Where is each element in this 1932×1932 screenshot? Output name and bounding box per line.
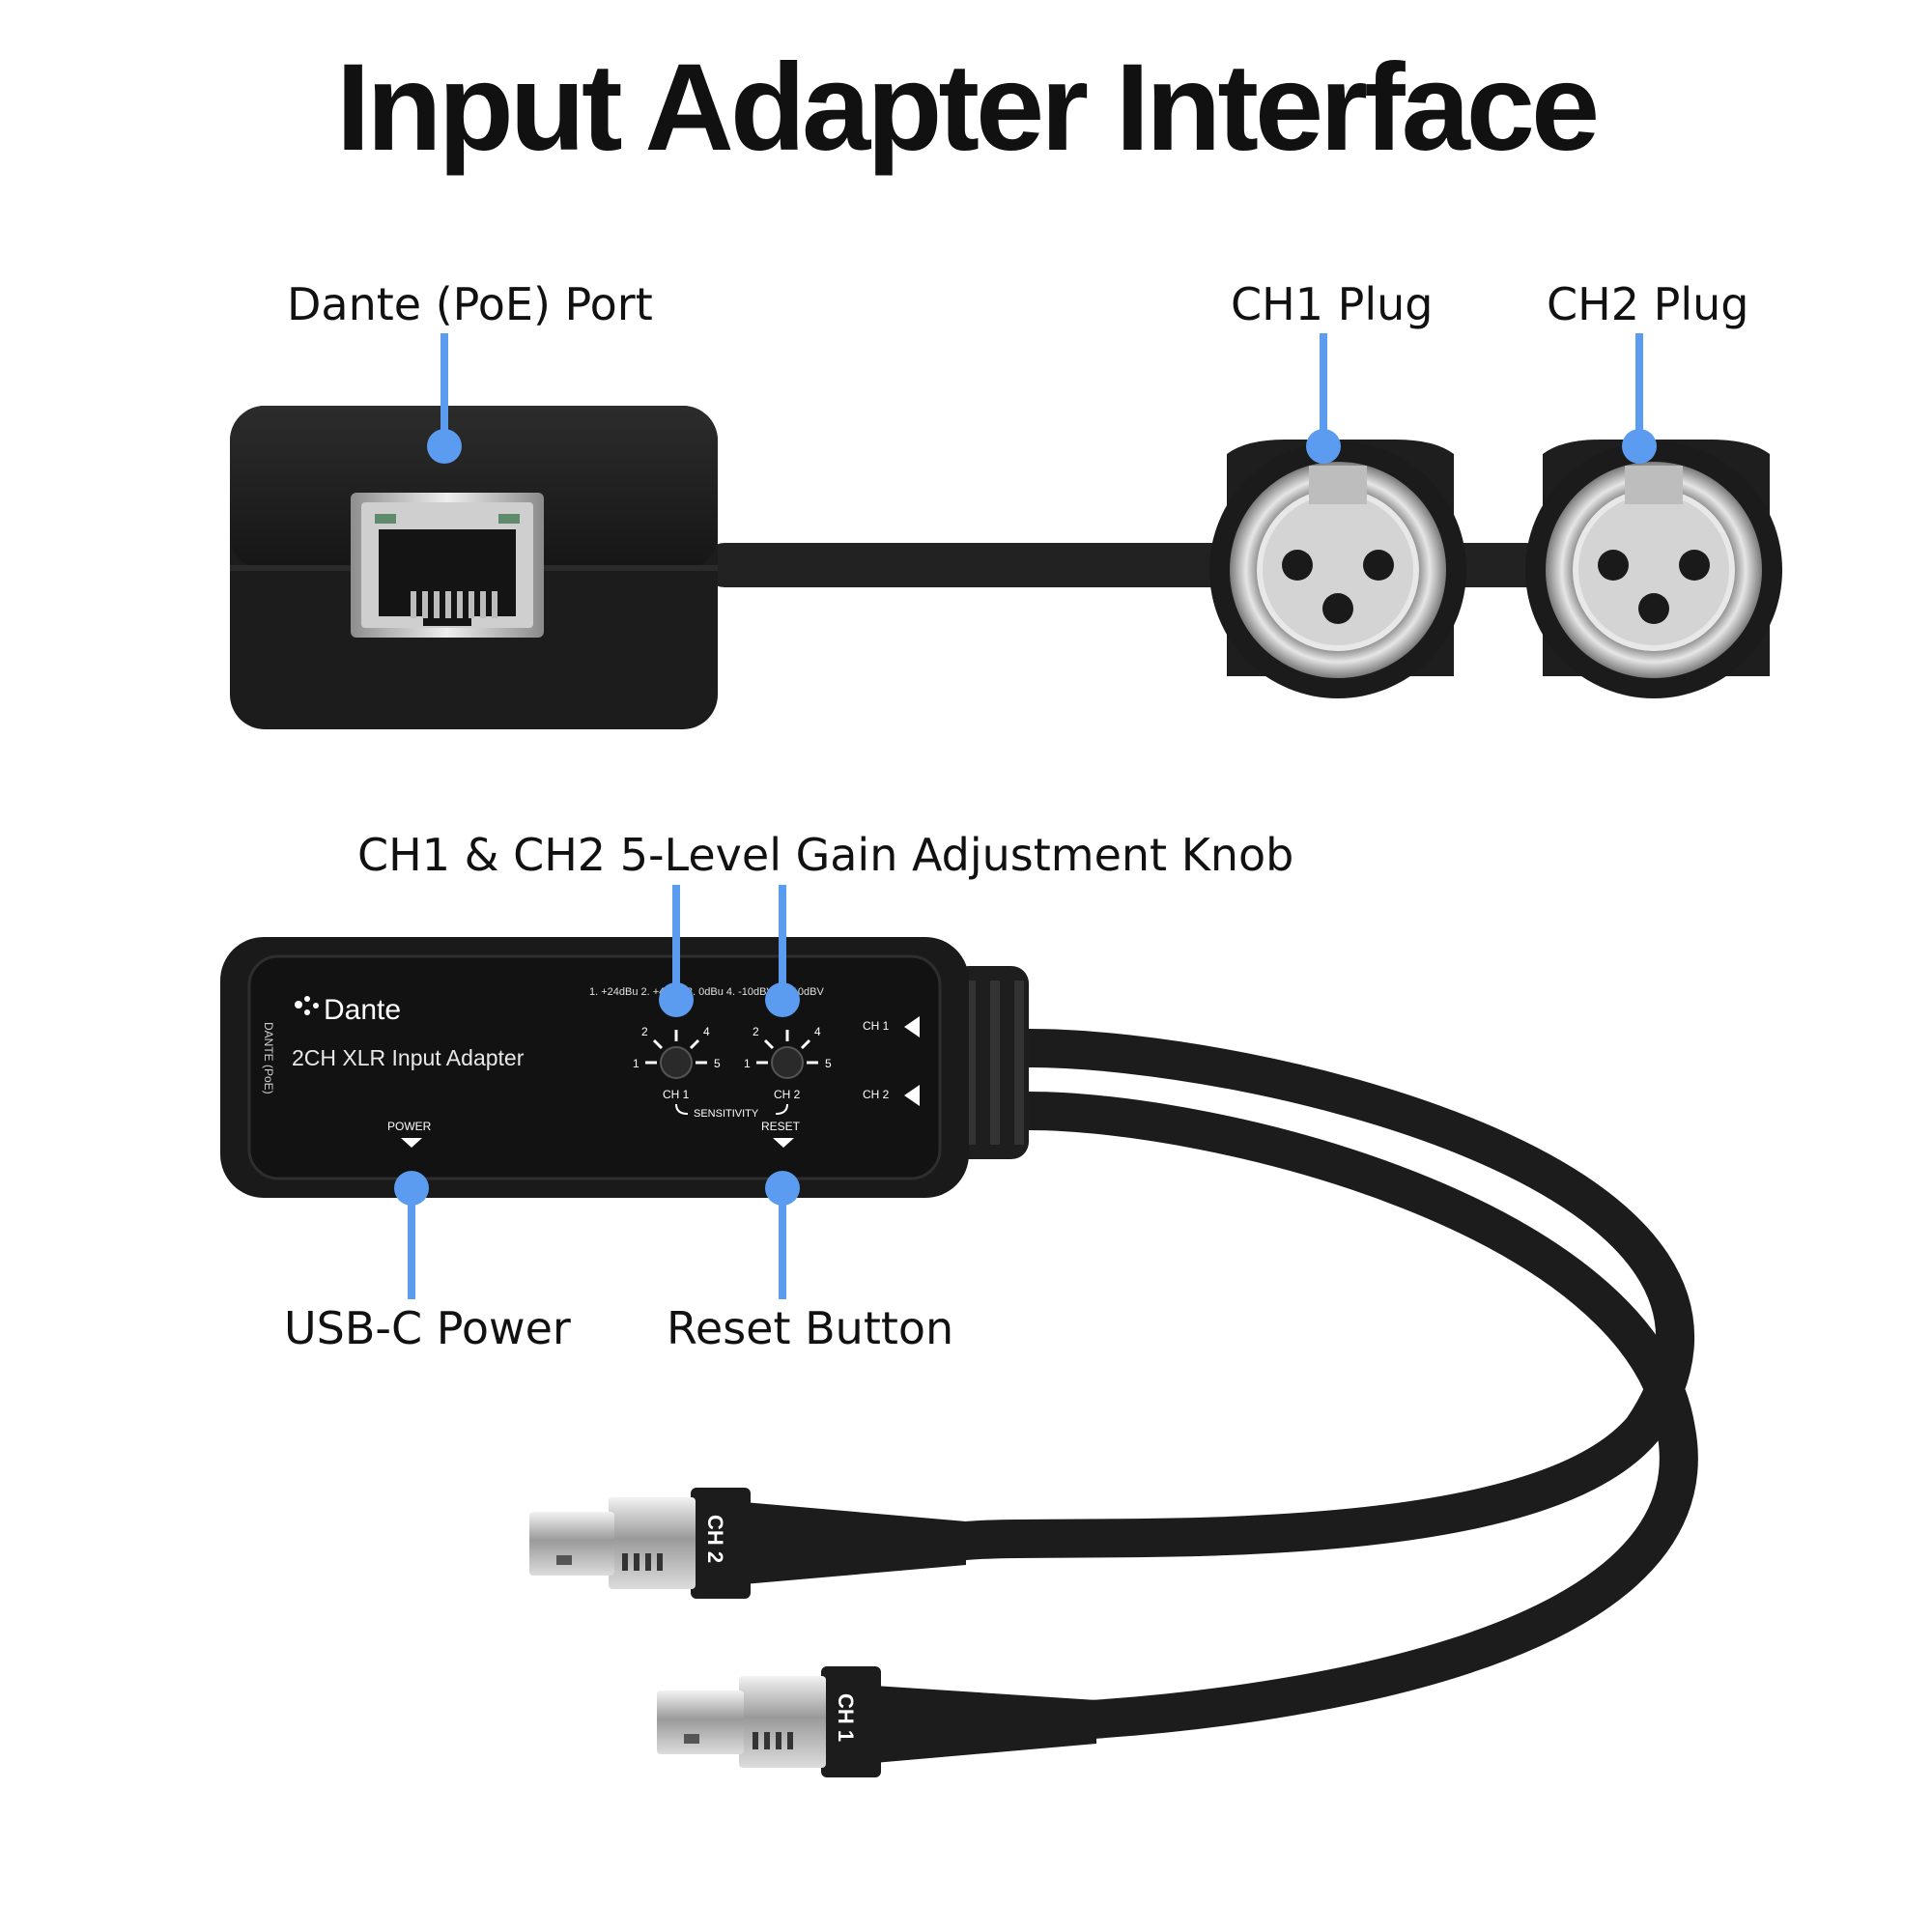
gain-knob-icon [756, 1030, 818, 1079]
leader-dot-usbc-power [394, 1171, 429, 1206]
xlr-socket-icon [1525, 440, 1782, 698]
leader-dot-gain-knob-ch2 [765, 982, 800, 1017]
sensitivity-label: SENSITIVITY [694, 1108, 759, 1120]
strain-relief [952, 966, 1029, 1159]
xlr-male-plug-icon [657, 1666, 1096, 1777]
dial-label-4: 4 [814, 1025, 821, 1038]
callout-leaders [394, 333, 1657, 1299]
dial-label-1: 1 [633, 1057, 639, 1070]
leader-dot-ch2-plug [1622, 429, 1657, 464]
dante-box-front [230, 406, 718, 729]
callout-gain-knob: CH1 & CH2 5-Level Gain Adjustment Knob [357, 829, 1294, 881]
triangle-marker-icon [773, 1138, 794, 1148]
dial-label-5: 5 [825, 1057, 832, 1070]
reset-label: RESET [761, 1120, 801, 1133]
sensitivity-bracket [675, 1103, 788, 1115]
callout-usbc-power: USB-C Power [284, 1302, 571, 1354]
knob-ch1-label: CH 1 [663, 1088, 690, 1101]
dial-label-4: 4 [703, 1025, 710, 1038]
cable-ch1 [1009, 1092, 1698, 1739]
triangle-marker-icon [904, 1016, 920, 1037]
triangle-marker-icon [401, 1138, 422, 1148]
rj45-port-icon [351, 493, 544, 638]
top-view [230, 406, 1782, 729]
level-legend: 1. +24dBu 2. +4dBu 3. 0dBu 4. -10dBV 5. … [589, 986, 824, 998]
xlr-socket-icon [1209, 440, 1466, 698]
ch2-plug-tag: CH 2 [703, 1515, 727, 1563]
callout-ch2-plug: CH2 Plug [1547, 278, 1749, 330]
leader-dot-reset-button [765, 1171, 800, 1206]
leader-dot-ch1-plug [1306, 429, 1341, 464]
model-name: 2CH XLR Input Adapter [292, 1045, 525, 1070]
page-title: Input Adapter Interface [335, 39, 1600, 177]
dante-logo-icon [295, 996, 319, 1015]
bottom-view: Dante 2CH XLR Input Adapter DANTE (PoE) … [220, 937, 1698, 1777]
xlr-male-plug-icon [529, 1488, 966, 1599]
leader-dot-gain-knob-ch1 [659, 982, 694, 1017]
dial-label-2: 2 [641, 1025, 648, 1038]
side-label: DANTE (PoE) [262, 1022, 275, 1094]
callout-reset-button: Reset Button [667, 1302, 954, 1354]
triangle-marker-icon [904, 1085, 920, 1106]
dial-label-5: 5 [714, 1057, 721, 1070]
callout-dante-port: Dante (PoE) Port [287, 278, 653, 330]
dial-label-2: 2 [753, 1025, 759, 1038]
power-label: POWER [387, 1120, 432, 1133]
brand-logo-text: Dante [324, 994, 401, 1026]
out-ch1-label: CH 1 [863, 1019, 890, 1033]
ch1-plug-tag: CH 1 [834, 1693, 858, 1742]
knob-ch2-label: CH 2 [774, 1088, 801, 1101]
dial-label-1: 1 [744, 1057, 751, 1070]
leader-dot-dante-port [427, 429, 462, 464]
out-ch2-label: CH 2 [863, 1088, 890, 1101]
callout-ch1-plug: CH1 Plug [1231, 278, 1434, 330]
gain-knob-icon [645, 1030, 707, 1079]
